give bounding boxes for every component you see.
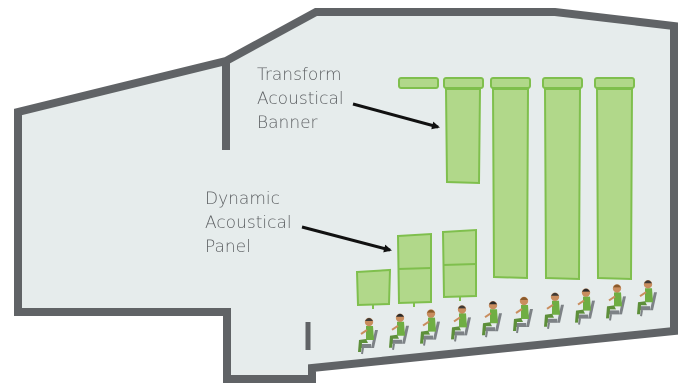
arrow-to-banner [352,102,440,130]
label-line: Acoustical [205,213,292,233]
label-line: Panel [205,237,251,257]
audience-member [482,301,502,338]
banner-housing [490,77,531,89]
audience-member [606,284,626,321]
banner-furled [398,77,439,89]
banner [595,88,634,281]
label-line: Banner [257,113,318,133]
audience-member [575,288,595,325]
audience-member [637,280,657,317]
banner-housing [443,77,484,89]
label-line: Transform [257,65,342,85]
label-transform-acoustical-banner: Transform Acoustical Banner [257,63,344,135]
banner [444,88,482,185]
audience-member [389,313,409,350]
banner [491,88,530,280]
arrow-to-panel [301,225,392,253]
label-line: Dynamic [205,189,280,209]
audience-member [358,317,378,355]
label-line: Acoustical [257,89,344,109]
dynamic-panel [355,268,392,307]
banner-housing [594,77,635,89]
banner [543,88,582,281]
audience-member [544,292,564,329]
audience-member [420,309,440,346]
banner-housing [542,77,583,89]
dynamic-panel-group [355,228,477,309]
audience-member [451,305,471,342]
banner-group [443,77,635,281]
audience-member [513,296,533,334]
label-dynamic-acoustical-panel: Dynamic Acoustical Panel [205,187,292,259]
audience [358,280,657,355]
